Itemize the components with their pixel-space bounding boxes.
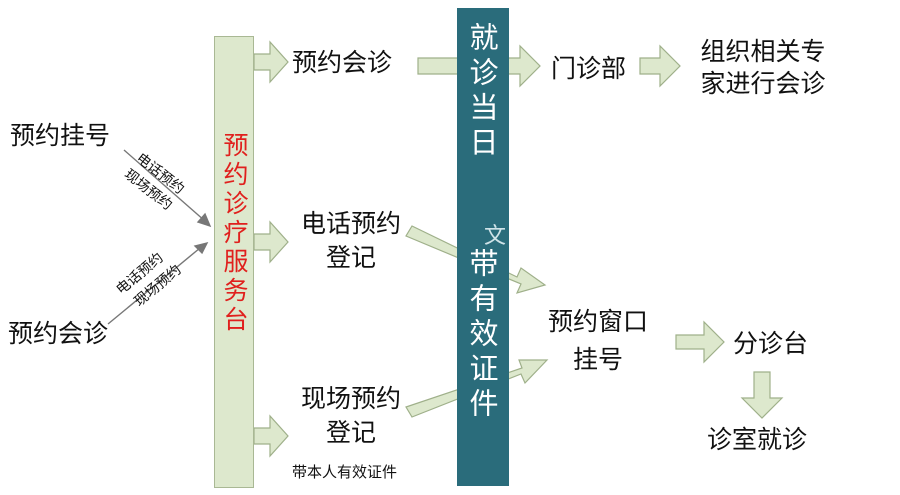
service-desk-text: 预约诊疗服务台 — [220, 132, 249, 335]
consultation-middle-label: 预约会诊 — [292, 48, 393, 77]
appointment-registration-label: 预约挂号 — [10, 121, 111, 150]
onsite-registration-node: 现场预约 登记 — [290, 383, 412, 449]
service-desk-bar — [214, 36, 254, 488]
visit-day-bar — [457, 8, 509, 486]
phone-registration-line1: 电话预约 — [300, 209, 401, 238]
bring-valid-id-text: 带有效证件 — [465, 248, 499, 423]
window-line2: 挂号 — [572, 345, 623, 374]
outpatient-dept-label: 门诊部 — [551, 54, 627, 83]
arrow-to-consultation — [253, 40, 289, 84]
arrow-outpatient-to-organize — [639, 44, 681, 88]
phone-registration-node: 电话预约 登记 — [290, 208, 412, 274]
organize-line1: 组织相关专 — [700, 37, 826, 66]
organize-experts-node: 组织相关专 家进行会诊 — [688, 36, 838, 100]
organize-line2: 家进行会诊 — [700, 69, 826, 98]
onsite-registration-line2: 登记 — [325, 418, 376, 447]
clinic-visit-label: 诊室就诊 — [707, 425, 808, 454]
arrow-consultation-to-desk — [107, 247, 201, 325]
appointment-window-node: 预约窗口 挂号 — [533, 306, 663, 376]
arrow-window-to-triage — [675, 320, 725, 364]
appointment-consultation-left-label: 预约会诊 — [8, 319, 109, 348]
arrow-to-onsite-registration — [253, 414, 289, 458]
onsite-registration-line1: 现场预约 — [300, 384, 401, 413]
arrow-to-phone-registration — [253, 220, 289, 264]
window-line1: 预约窗口 — [547, 307, 648, 336]
triage-desk-label: 分诊台 — [733, 329, 809, 358]
visit-day-text: 就诊当日 — [465, 22, 499, 162]
arrow-triage-to-clinic — [740, 371, 784, 419]
bring-id-note: 带本人有效证件 — [292, 463, 398, 481]
faint-char: 文 — [484, 224, 507, 249]
arrow-registration-to-desk — [123, 149, 206, 222]
phone-registration-line2: 登记 — [325, 243, 376, 272]
